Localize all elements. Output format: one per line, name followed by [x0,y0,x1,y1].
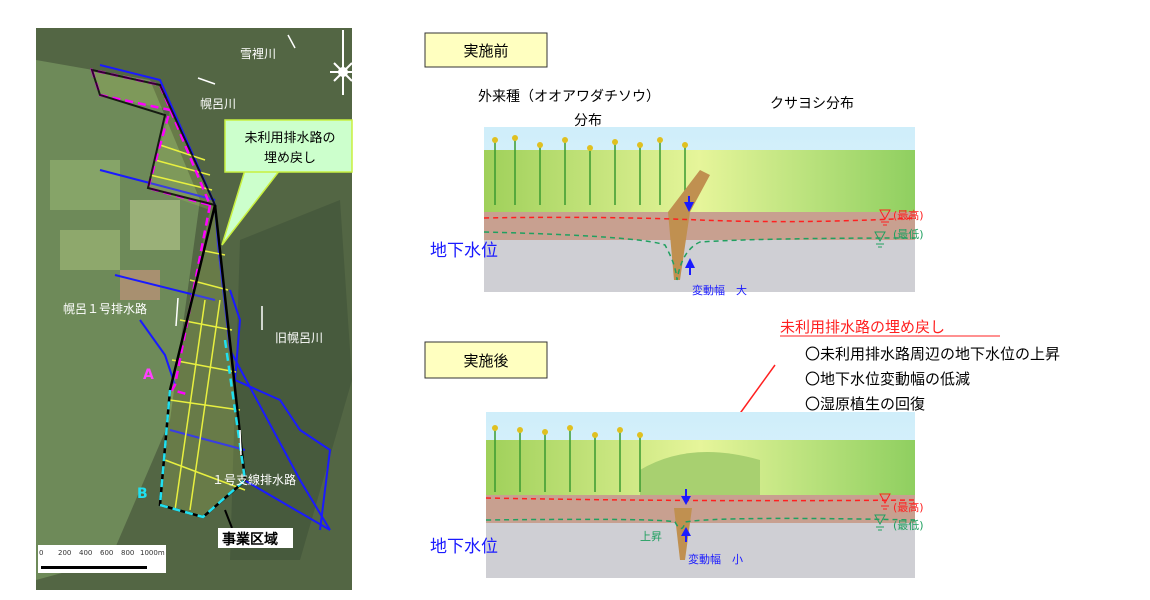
measure-bullet-3: 〇湿原植生の回復 [805,395,925,413]
label-drain-1: 幌呂１号排水路 [63,301,147,316]
before-title-box [424,32,548,68]
callout-box [224,119,353,173]
label-horoku-river: 幌呂川 [200,96,236,111]
callout-line-1: 未利用排水路の [244,130,335,146]
scale-bar: 0 200 400 600 800 1000m [38,545,166,573]
label-branch-drain: １号支線排水路 [212,472,296,487]
svg-text:1000m: 1000m [140,549,165,557]
label-yukari-river: 雪裡川 [240,46,276,61]
reed-label: クサヨシ分布 [770,96,854,112]
before-groundwater-label: 地下水位 [430,241,498,261]
invasive-label-2: 分布 [574,113,602,129]
before-max-label: (最高) [893,208,924,222]
before-min-label: (最低) [893,228,924,241]
before-fluctuation-label: 変動幅 大 [692,283,747,297]
callout-line-2: 埋め戻し [264,151,316,166]
label-area-b: B [137,486,148,502]
compass-north-icon [330,30,356,95]
after-cross-section [485,412,916,578]
before-cross-section [483,127,916,292]
after-fluctuation-label: 変動幅 小 [688,552,743,566]
measure-heading: 未利用排水路の埋め戻し [780,318,945,336]
flow-arrow-icons [175,34,296,456]
label-area-a: A [143,367,154,383]
after-rise-label: 上昇 [640,530,662,543]
aerial-map: 雪裡川 幌呂川 未利用排水路の 埋め戻し 幌呂１号排水路 旧幌呂川 A B １号… [36,28,356,590]
after-title-box [424,341,548,379]
label-old-river: 旧幌呂川 [275,330,323,345]
measure-bullet-2: 〇地下水位変動幅の低減 [805,370,970,388]
svg-text:0: 0 [39,549,43,557]
before-title: 実施前 [463,42,508,60]
svg-text:200: 200 [58,549,71,557]
invasive-label: 外来種（オオアワダチソウ） [478,89,660,105]
after-title: 実施後 [463,352,508,370]
after-groundwater-label: 地下水位 [430,537,498,557]
after-max-label: (最高) [893,500,924,514]
svg-text:600: 600 [100,549,113,557]
label-project-area: 事業区域 [222,531,278,548]
svg-text:800: 800 [121,549,134,557]
measure-bullet-1: 〇未利用排水路周辺の地下水位の上昇 [805,345,1060,363]
after-min-label: (最低) [893,519,924,532]
svg-text:400: 400 [79,549,92,557]
